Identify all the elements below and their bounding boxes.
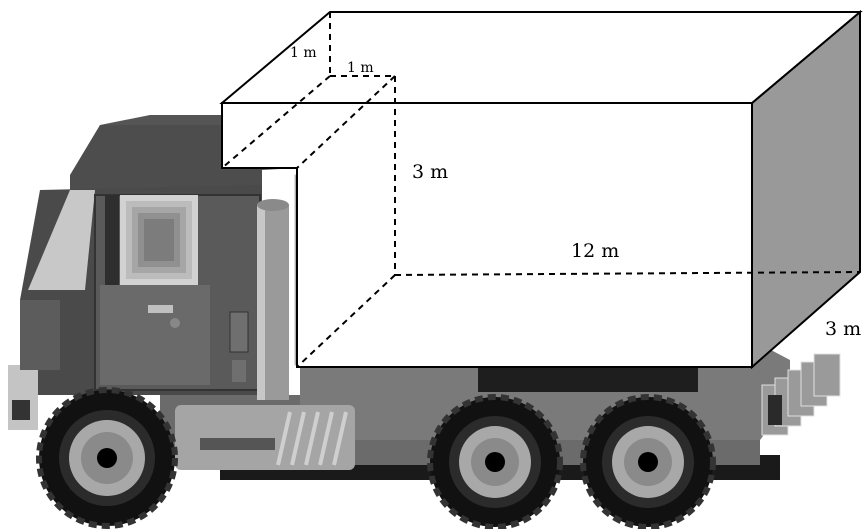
label-width: 3 m	[825, 318, 861, 340]
truck-illustration	[8, 90, 841, 529]
rear-wheel-2	[580, 394, 716, 529]
label-cutout-depth: 1 m	[290, 45, 317, 61]
exhaust-stack	[257, 199, 289, 400]
dimension-labels: 1 m 1 m 3 m 12 m 3 m	[290, 45, 861, 340]
front-wheel	[36, 387, 178, 529]
cargo-box	[219, 9, 863, 370]
wheels	[36, 387, 716, 529]
hidden-edges	[221, 12, 861, 368]
label-height: 3 m	[412, 161, 448, 183]
fuel-tank	[175, 405, 355, 470]
label-length: 12 m	[571, 240, 619, 262]
label-cutout-width: 1 m	[347, 60, 374, 76]
box-front-face	[221, 102, 753, 368]
box-top-face	[219, 11, 863, 104]
rear-wheel-1	[427, 394, 563, 529]
